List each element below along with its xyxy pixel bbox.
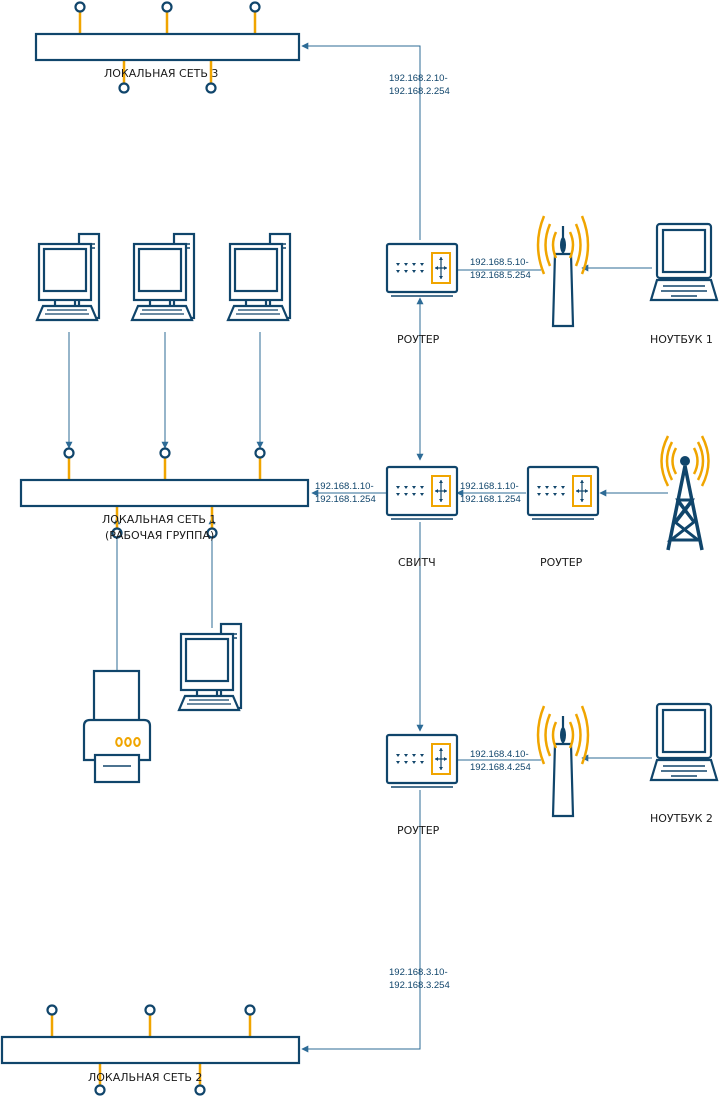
router-bottom-label: РОУТЕР (397, 824, 440, 837)
wireless-access-point-icon (536, 704, 590, 818)
wifi2-range-start: 192.168.4.10- (470, 749, 529, 760)
cell-tower-icon (660, 435, 710, 551)
laptop1-label: НОУТБУК 1 (650, 333, 713, 346)
desktop-computer-icon (177, 622, 243, 712)
lan3-label: ЛОКАЛЬНАЯ СЕТЬ 3 (104, 67, 218, 80)
lan2-range-start: 192.168.3.10- (389, 967, 448, 978)
link-router-to-lan3 (301, 42, 421, 240)
router-icon (526, 465, 600, 521)
laptop2-label: НОУТБУК 2 (650, 812, 713, 825)
desktop-computer-icon (226, 232, 292, 322)
lan3-range-start: 192.168.2.10- (389, 73, 448, 84)
switch-icon (385, 465, 459, 521)
switch-label: СВИТЧ (398, 556, 436, 569)
desktop-computer-icon (35, 232, 101, 322)
lan3-bus (34, 1, 301, 94)
lan2-bus (0, 1004, 301, 1096)
laptop-icon (649, 702, 719, 782)
lan1-range-end: 192.168.1.254 (315, 494, 376, 505)
router-right-label: РОУТЕР (540, 556, 583, 569)
wireless-access-point-icon (536, 214, 590, 328)
lan2-label: ЛОКАЛЬНАЯ СЕТЬ 2 (88, 1071, 202, 1084)
lan1-range-start: 192.168.1.10- (315, 481, 374, 492)
wifi1-range-start: 192.168.5.10- (470, 257, 529, 268)
lan1-label: ЛОКАЛЬНАЯ СЕТЬ 1 (102, 513, 216, 526)
desktop-computer-icon (130, 232, 196, 322)
lan1-bus (19, 447, 310, 539)
laptop-icon (649, 222, 719, 302)
wifi2-range-end: 192.168.4.254 (470, 762, 531, 773)
router-top-label: РОУТЕР (397, 333, 440, 346)
lan1-sublabel: (РАБОЧАЯ ГРУППА) (105, 529, 214, 542)
uplink-range-end: 192.168.1.254 (460, 494, 521, 505)
wifi1-range-end: 192.168.5.254 (470, 270, 531, 281)
router-icon (385, 733, 459, 789)
uplink-range-start: 192.168.1.10- (460, 481, 519, 492)
lan3-range-end: 192.168.2.254 (389, 86, 450, 97)
router-icon (385, 242, 459, 298)
lan2-range-end: 192.168.3.254 (389, 980, 450, 991)
printer-icon (82, 669, 152, 784)
link-router-to-lan2 (301, 790, 421, 1053)
